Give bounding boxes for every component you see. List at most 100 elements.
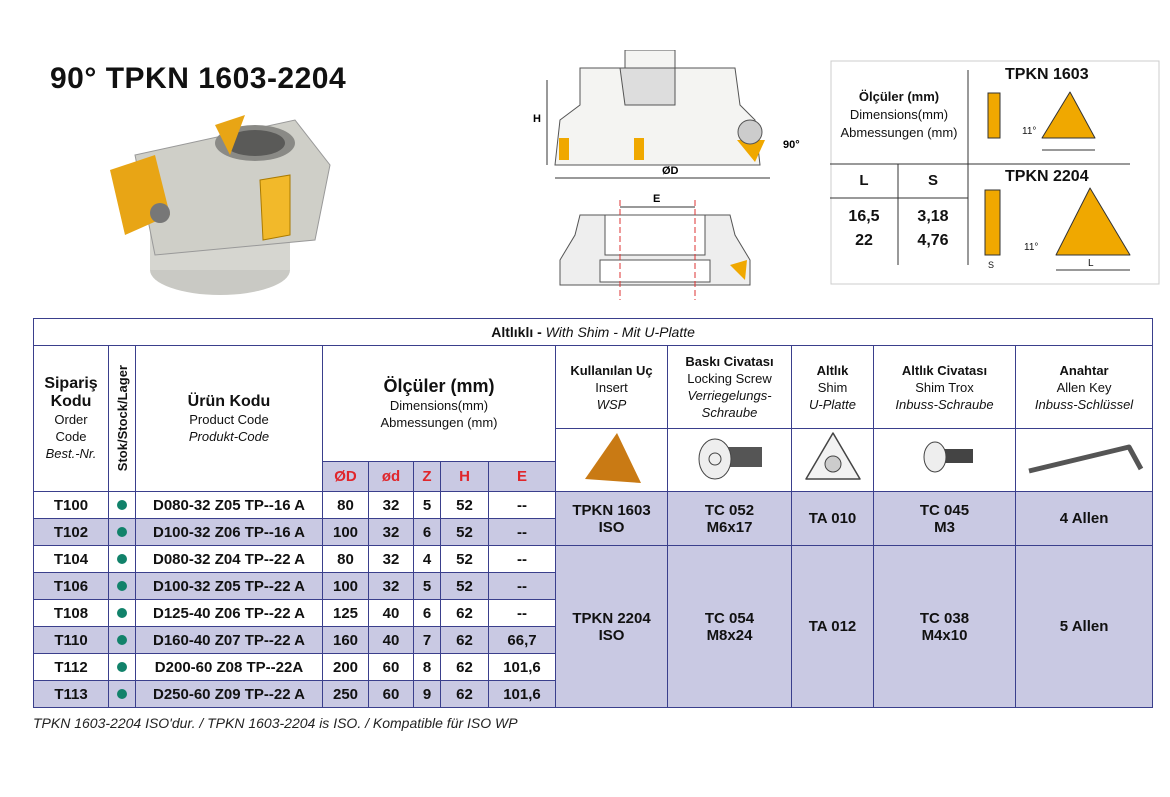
page-title: 90° TPKN 1603-2204 bbox=[50, 62, 347, 95]
dims-heading-en: Dimensions(mm) bbox=[849, 107, 949, 122]
dim-e: 101,6 bbox=[488, 680, 556, 708]
dim-id: 40 bbox=[368, 599, 414, 627]
dim-id: 40 bbox=[368, 626, 414, 654]
stock-status bbox=[108, 653, 136, 681]
shim-header: Altlık Shim U-Platte bbox=[791, 345, 874, 429]
id-column-header: ød bbox=[368, 461, 414, 492]
dim-od: 80 bbox=[322, 545, 369, 573]
in-stock-dot-icon bbox=[117, 634, 127, 645]
dims-heading-de: Abmessungen (mm) bbox=[840, 125, 958, 140]
dim-od: 100 bbox=[322, 518, 369, 546]
dim-z: 5 bbox=[413, 572, 441, 600]
l-value: 22 bbox=[855, 232, 873, 249]
dims-heading-tr: Ölçüler (mm) bbox=[858, 89, 940, 104]
allen-key-cell: 5 Allen bbox=[1014, 545, 1154, 708]
od-column-header: ØD bbox=[322, 461, 369, 492]
product-code: D200-60 Z08 TP--22A bbox=[135, 653, 323, 681]
stock-header: Stok/Stock/Lager bbox=[108, 345, 136, 492]
product-code: D125-40 Z06 TP--22 A bbox=[135, 599, 323, 627]
stock-status bbox=[108, 680, 136, 708]
dim-h: 62 bbox=[440, 680, 489, 708]
locking-screw-image bbox=[667, 428, 792, 492]
angle-label: 11° bbox=[1024, 242, 1039, 253]
l-label: L bbox=[1088, 258, 1094, 269]
stock-status bbox=[108, 545, 136, 573]
shim-image bbox=[791, 428, 874, 492]
col-l-header: L bbox=[859, 172, 869, 189]
dim-h: 52 bbox=[440, 545, 489, 573]
h-label: H bbox=[533, 113, 541, 125]
e-label: E bbox=[653, 193, 660, 205]
order-code: T106 bbox=[33, 572, 109, 600]
insert-header: Kullanılan Uç Insert WSP bbox=[555, 345, 668, 429]
dim-e: -- bbox=[488, 572, 556, 600]
product-code: D100-32 Z05 TP--22 A bbox=[135, 572, 323, 600]
locking-screw-header: Baskı Civatası Locking Screw Verriegelun… bbox=[667, 345, 792, 429]
allen-key-image bbox=[1014, 428, 1154, 492]
dim-od: 160 bbox=[322, 626, 369, 654]
dim-e: -- bbox=[488, 545, 556, 573]
dim-h: 52 bbox=[440, 572, 489, 600]
dim-z: 6 bbox=[413, 518, 441, 546]
dim-e: 101,6 bbox=[488, 653, 556, 681]
cutter-dimension-drawing: H ØD 90° E bbox=[533, 50, 800, 300]
dim-z: 5 bbox=[413, 491, 441, 519]
dim-id: 32 bbox=[368, 545, 414, 573]
product-code: D100-32 Z06 TP--16 A bbox=[135, 518, 323, 546]
dim-z: 4 bbox=[413, 545, 441, 573]
in-stock-dot-icon bbox=[117, 526, 127, 537]
l-value: 16,5 bbox=[848, 208, 880, 225]
od-label: ØD bbox=[662, 165, 679, 177]
product-code: D080-32 Z04 TP--22 A bbox=[135, 545, 323, 573]
milling-cutter-image bbox=[110, 115, 331, 295]
dimensions-header: Ölçüler (mm) Dimensions(mm) Abmessungen … bbox=[322, 345, 556, 462]
in-stock-dot-icon bbox=[117, 499, 127, 510]
dim-e: -- bbox=[488, 518, 556, 546]
shim-screw-image bbox=[873, 428, 1016, 492]
dim-id: 32 bbox=[368, 518, 414, 546]
s-label: S bbox=[988, 260, 995, 270]
dim-h: 62 bbox=[440, 599, 489, 627]
in-stock-dot-icon bbox=[117, 661, 127, 672]
order-code: T102 bbox=[33, 518, 109, 546]
order-code: T110 bbox=[33, 626, 109, 654]
in-stock-dot-icon bbox=[117, 580, 127, 591]
allen-key-cell: 4 Allen bbox=[1014, 491, 1154, 546]
product-table: Altlıklı - With Shim - Mit U-Platte Sipa… bbox=[32, 318, 1154, 708]
col-s-header: S bbox=[927, 172, 938, 189]
product-code: D250-60 Z09 TP--22 A bbox=[135, 680, 323, 708]
z-column-header: Z bbox=[413, 461, 441, 492]
dim-od: 200 bbox=[322, 653, 369, 681]
footnote: TPKN 1603-2204 ISO'dur. / TPKN 1603-2204… bbox=[33, 715, 518, 731]
s-value: 4,76 bbox=[917, 232, 949, 249]
dim-od: 80 bbox=[322, 491, 369, 519]
angle-label: 11° bbox=[1022, 126, 1037, 137]
order-code: T104 bbox=[33, 545, 109, 573]
dim-z: 7 bbox=[413, 626, 441, 654]
dim-h: 52 bbox=[440, 518, 489, 546]
dim-e: -- bbox=[488, 491, 556, 519]
angle-label: 90° bbox=[783, 139, 800, 151]
dim-id: 32 bbox=[368, 491, 414, 519]
insert-2204-label: TPKN 2204 bbox=[1005, 168, 1089, 185]
order-code: T108 bbox=[33, 599, 109, 627]
table-title: Altlıklı - With Shim - Mit U-Platte bbox=[32, 318, 1154, 346]
shim-cell: TA 012 bbox=[791, 545, 874, 708]
dim-h: 62 bbox=[440, 626, 489, 654]
stock-status bbox=[108, 626, 136, 654]
insert-1603-label: TPKN 1603 bbox=[1005, 66, 1089, 83]
shim-cell: TA 010 bbox=[791, 491, 874, 546]
in-stock-dot-icon bbox=[117, 553, 127, 564]
in-stock-dot-icon bbox=[117, 607, 127, 618]
order-code: T113 bbox=[33, 680, 109, 708]
stock-status bbox=[108, 491, 136, 519]
dim-z: 8 bbox=[413, 653, 441, 681]
product-code-header: Ürün Kodu Product Code Produkt-Code bbox=[135, 345, 323, 492]
allen-key-header: Anahtar Allen Key Inbuss-Schlüssel bbox=[1014, 345, 1154, 429]
product-code: D160-40 Z07 TP--22 A bbox=[135, 626, 323, 654]
